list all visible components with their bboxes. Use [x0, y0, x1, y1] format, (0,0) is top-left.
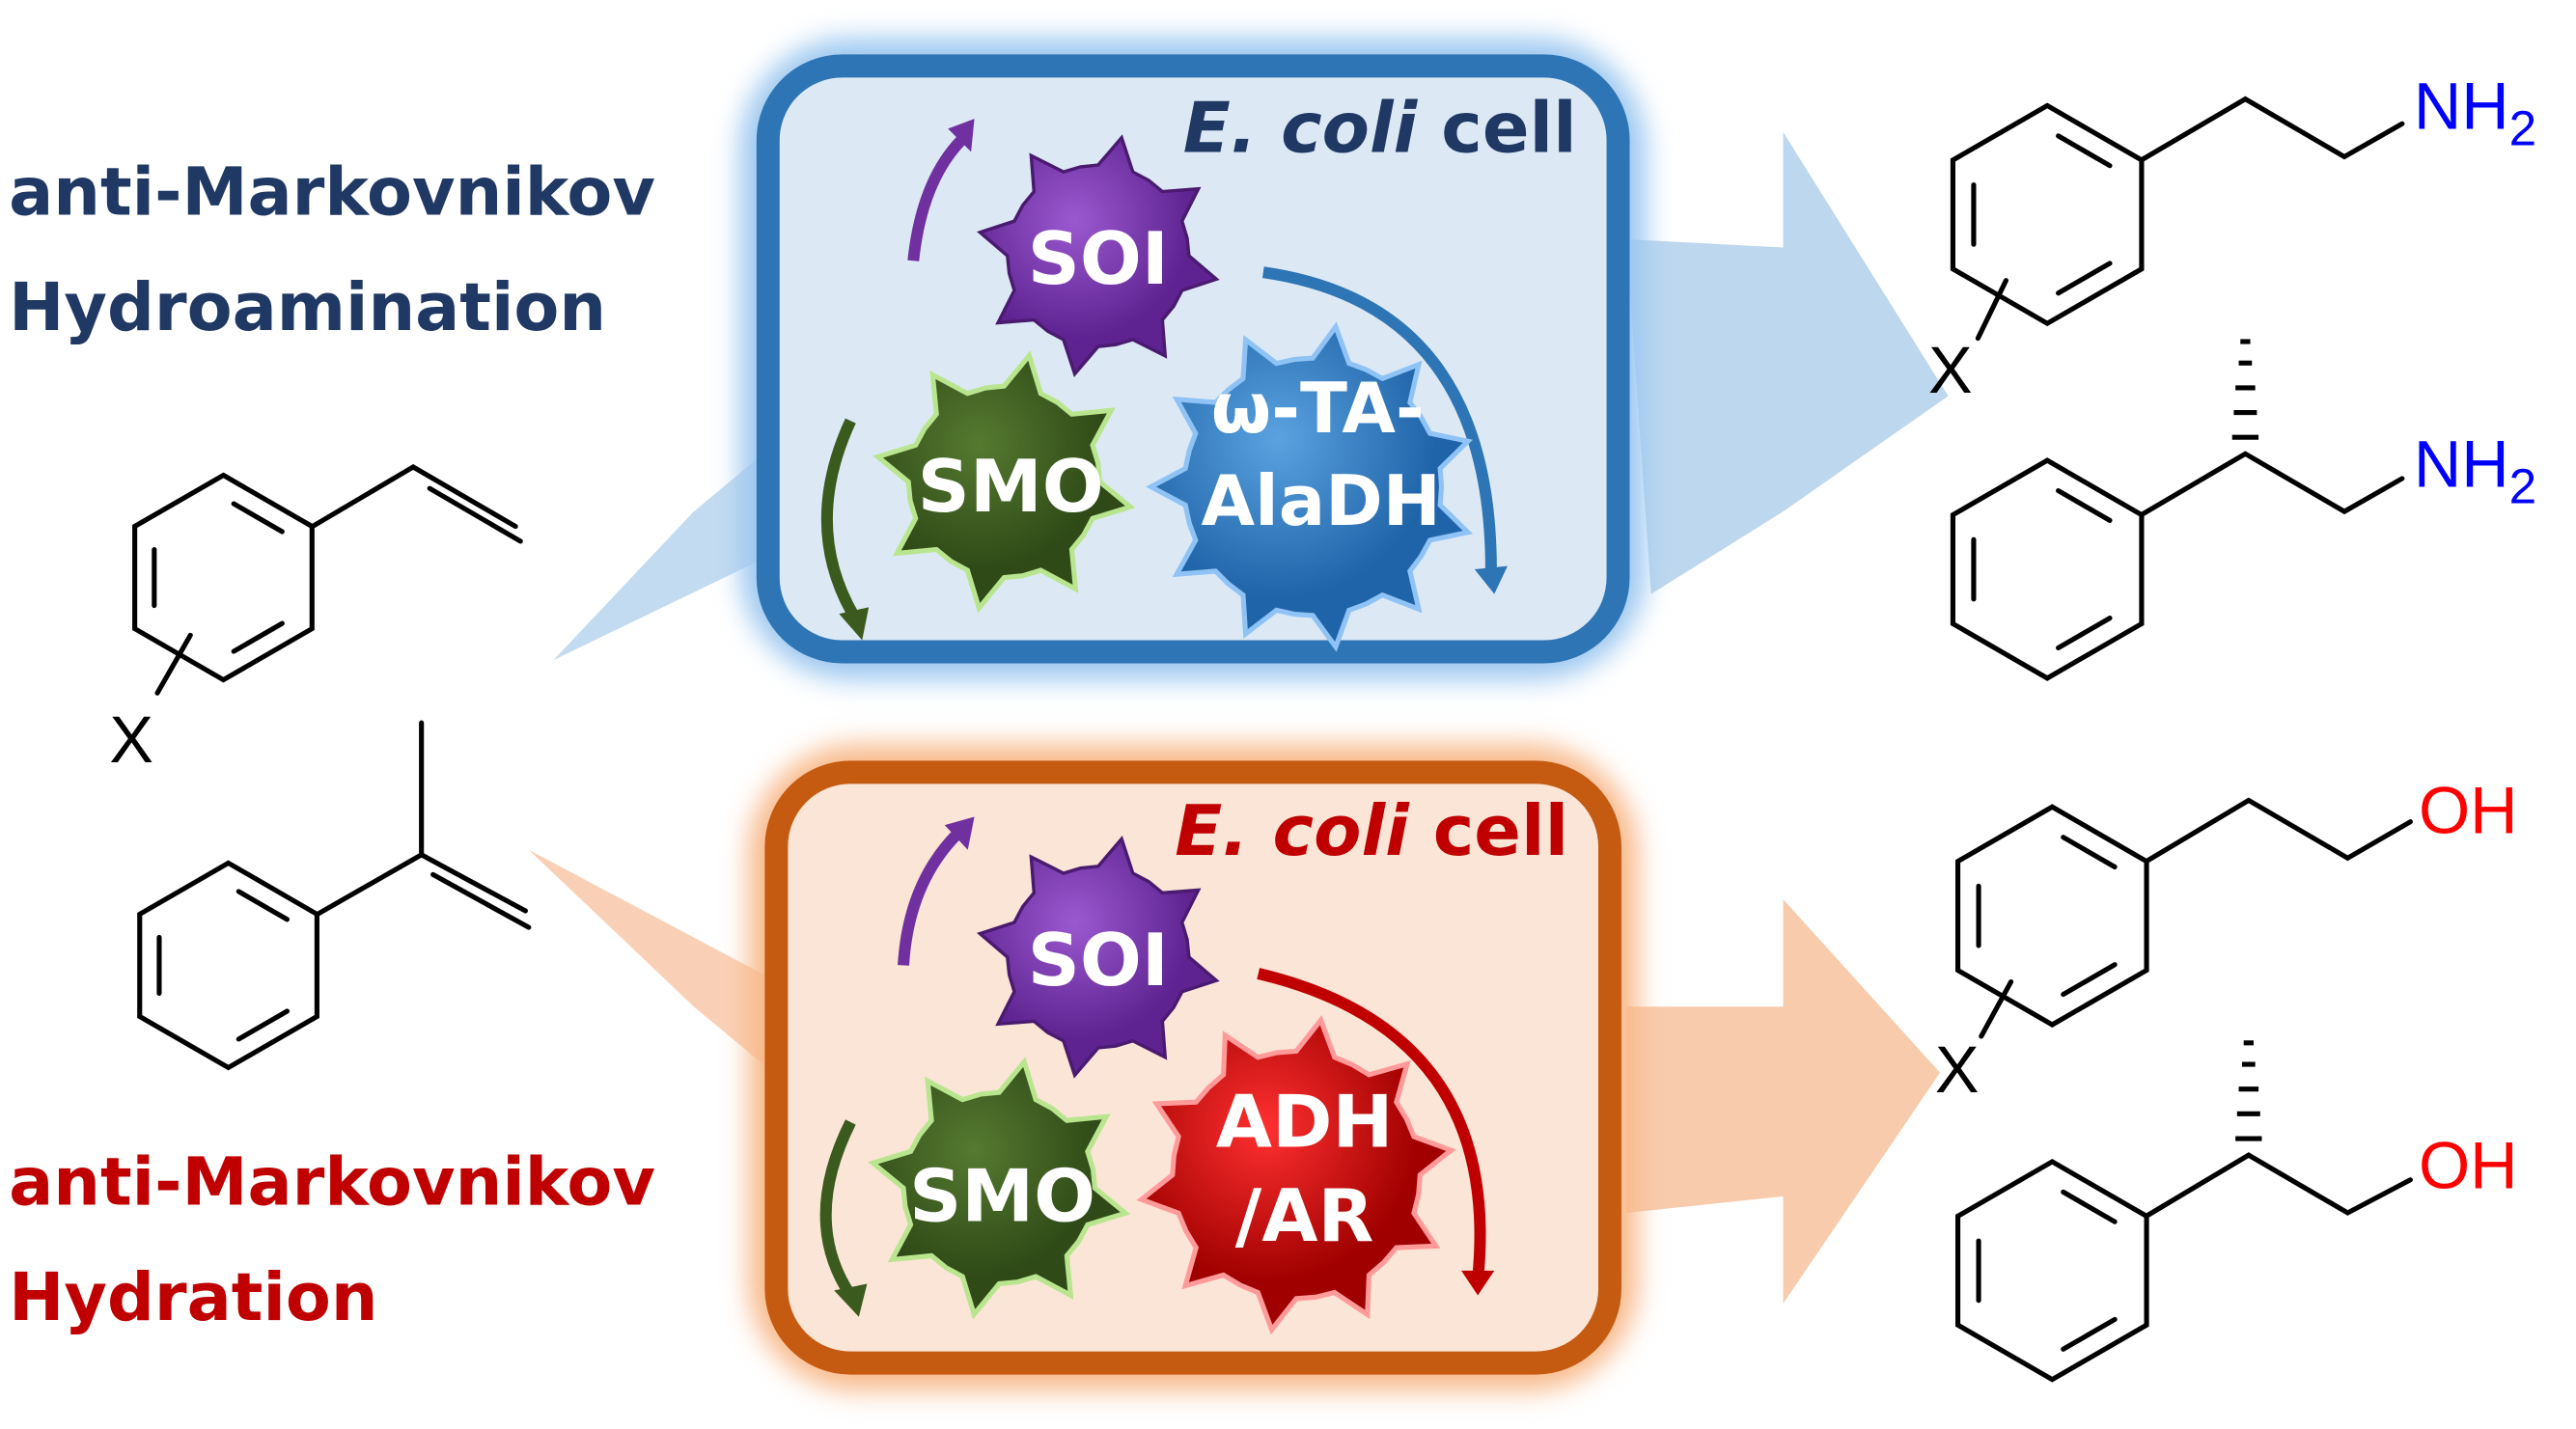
substrate-styrene: X [109, 464, 523, 777]
substituent-x-substrate: X [109, 703, 153, 777]
substituent-x-product-bottom: X [1935, 1033, 1980, 1107]
input-arrow-top [553, 428, 793, 661]
amine-group-2: NH2 [2414, 427, 2536, 513]
ring-double-bond [235, 1008, 291, 1042]
hydration-title-line2: Hydration [9, 1260, 377, 1336]
hydration-title-line1: anti-Markovnikov [9, 1144, 655, 1221]
benzene-ring [132, 472, 315, 683]
output-arrow-bottom [1626, 899, 1941, 1305]
gear-soi-bottom [976, 836, 1220, 1079]
ring-double-bond [231, 501, 285, 535]
hydroxyl-group-2: OH [2419, 1129, 2518, 1202]
ring-double-bond [235, 889, 291, 922]
substituent-x-product-top: X [1928, 334, 1973, 407]
ring-outline [1954, 804, 2149, 1028]
ring-double-bond [2056, 488, 2113, 523]
hydroamination-title-line2: Hydroamination [9, 270, 606, 346]
gear-adh-ar [1136, 1015, 1456, 1335]
ring-double-bond [2056, 133, 2113, 169]
output-arrow-top [1626, 131, 1949, 594]
hydroxyl-group-1: OH [2419, 775, 2518, 848]
benzene-ring [137, 860, 319, 1071]
product-2-phenylpropylamine: NH2 [1950, 339, 2536, 681]
enzyme-ta-line2: AlaDH [1202, 460, 1441, 541]
ring-outline [132, 472, 315, 683]
gear-ta-aladh [1146, 321, 1474, 652]
enzyme-smo-bottom: SMO [909, 1154, 1095, 1239]
cell-label-bottom: E. coli cell [1175, 790, 1568, 871]
enzyme-ta-line1: ω-TA- [1211, 368, 1425, 449]
input-arrow-bottom [528, 849, 793, 1089]
product-phenethylamine: X NH2 [1928, 69, 2536, 407]
product-phenylethanol: X OH [1935, 775, 2518, 1107]
ring-double-bond [2061, 1316, 2118, 1352]
ring-double-bond [2061, 835, 2118, 870]
ring-double-bond [2056, 261, 2113, 296]
ring-double-bond [2056, 616, 2113, 651]
benzene-ring [1950, 457, 2145, 681]
gear-soi-top [976, 134, 1220, 377]
substrate-alpha-methylstyrene [137, 720, 532, 1071]
enzyme-adh-line1: ADH [1216, 1080, 1394, 1165]
ring-outline [1950, 102, 2145, 327]
hydroamination-title-line1: anti-Markovnikov [9, 154, 655, 231]
enzyme-soi-bottom: SOI [1028, 918, 1169, 1003]
enzyme-soi-top: SOI [1028, 216, 1169, 301]
ring-double-bond [231, 620, 285, 654]
rotation-arrows [819, 119, 1508, 1317]
enzyme-adh-line2: /AR [1235, 1173, 1374, 1258]
ring-double-bond [2061, 1189, 2118, 1224]
amine-group-1: NH2 [2414, 69, 2536, 155]
benzene-ring [1950, 102, 2145, 327]
benzene-ring [1954, 1158, 2149, 1383]
ring-outline [1954, 1158, 2149, 1383]
gear-smo-top [873, 350, 1136, 614]
benzene-ring [1954, 804, 2149, 1028]
product-2-phenylpropanol: OH [1954, 1040, 2518, 1383]
gear-smo-bottom [868, 1057, 1131, 1320]
cell-label-top: E. coli cell [1183, 87, 1577, 168]
ring-double-bond [2061, 962, 2118, 998]
ring-outline [1950, 457, 2145, 681]
enzyme-smo-top: SMO [918, 444, 1104, 529]
ring-outline [137, 860, 319, 1071]
